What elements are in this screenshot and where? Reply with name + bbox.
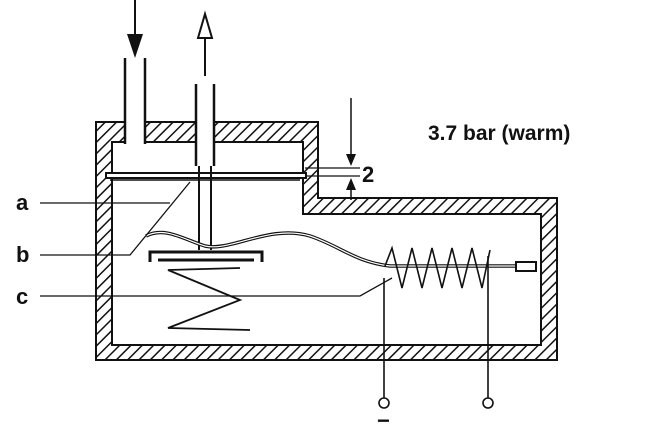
heater-coil-c [384, 245, 491, 289]
label-b: b [16, 242, 29, 267]
terminal-negative-label: − [377, 408, 390, 433]
valve-plate-a [105, 172, 307, 181]
outlet-arrow-icon [196, 10, 214, 76]
gap-dimension [305, 98, 360, 200]
label-c: c [16, 284, 28, 309]
label-a: a [16, 190, 29, 215]
coil-end-connector [515, 261, 537, 272]
lower-spring [167, 267, 251, 331]
leader-lines [40, 181, 393, 297]
inlet-arrow-icon [127, 0, 143, 58]
spring-cup [148, 250, 264, 262]
terminal-wires [378, 256, 494, 409]
housing-wall [95, 121, 558, 361]
valve-stem [198, 166, 212, 250]
inlet-pipe [123, 58, 147, 144]
outlet-pipe [194, 84, 216, 166]
pressure-annotation: 3.7 bar (warm) [428, 122, 570, 145]
gap-value: 2 [362, 162, 374, 187]
